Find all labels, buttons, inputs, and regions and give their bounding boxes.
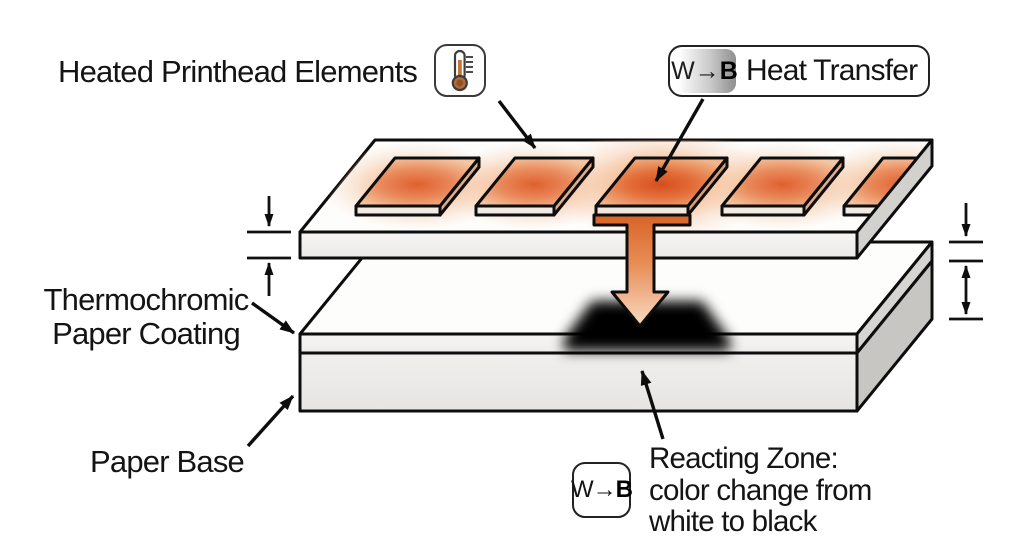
heat-transfer-label: Heat Transfer <box>746 54 918 87</box>
printhead-side-face <box>855 138 934 260</box>
heater-element-4 <box>720 156 845 217</box>
thermochromic-coating-label: Thermochromic Paper Coating <box>22 283 270 351</box>
heater-elements <box>354 156 932 217</box>
heater-element-1 <box>354 156 481 217</box>
arrow-to-reacting-zone <box>640 370 665 440</box>
printhead-front-face <box>298 230 859 260</box>
heat-transfer-arrow <box>592 213 692 328</box>
paper-base-label: Paper Base <box>90 444 245 479</box>
thermochromic-line-1: Thermochromic <box>43 282 250 317</box>
heater-element-2 <box>474 156 595 217</box>
wb-arrow: → <box>694 56 720 85</box>
arrow-to-coating <box>251 301 295 335</box>
base-front-face <box>298 351 859 413</box>
arrow-to-element-2 <box>497 99 537 150</box>
paper-slab <box>298 240 934 413</box>
printhead-slab <box>298 138 934 260</box>
dimension-marks-right <box>949 203 983 321</box>
printhead-icon-box <box>434 44 486 97</box>
label-arrows <box>246 98 705 448</box>
reacting-zone-line-2: color change from <box>649 473 872 507</box>
wb-from: W <box>571 476 594 503</box>
heated-printhead-label: Heated Printhead Elements <box>58 54 418 89</box>
wb-arrow: → <box>592 476 617 503</box>
reacting-zone-line-3: white to black <box>649 505 817 538</box>
heater-element-3 <box>594 156 729 217</box>
reacting-zone-label: Reacting Zone: color change from white t… <box>649 443 872 538</box>
white-to-black-icon: W→B <box>671 49 738 93</box>
wb-from: W <box>671 56 695 85</box>
arrow-to-element-3 <box>654 98 705 182</box>
base-side-face <box>855 259 934 413</box>
reacting-zone-line-1: Reacting Zone: <box>649 442 839 475</box>
wb-to: B <box>615 476 633 503</box>
thermochromic-line-2: Paper Coating <box>52 316 241 351</box>
arrow-to-paper-base <box>246 394 295 448</box>
wb-to: B <box>719 56 738 85</box>
thermometer-icon <box>451 49 473 92</box>
heat-transfer-box: W→B Heat Transfer <box>668 45 930 97</box>
dimension-marks-left <box>247 196 291 296</box>
white-to-black-icon: W→B <box>571 462 633 518</box>
reacting-zone-mark <box>564 301 730 351</box>
